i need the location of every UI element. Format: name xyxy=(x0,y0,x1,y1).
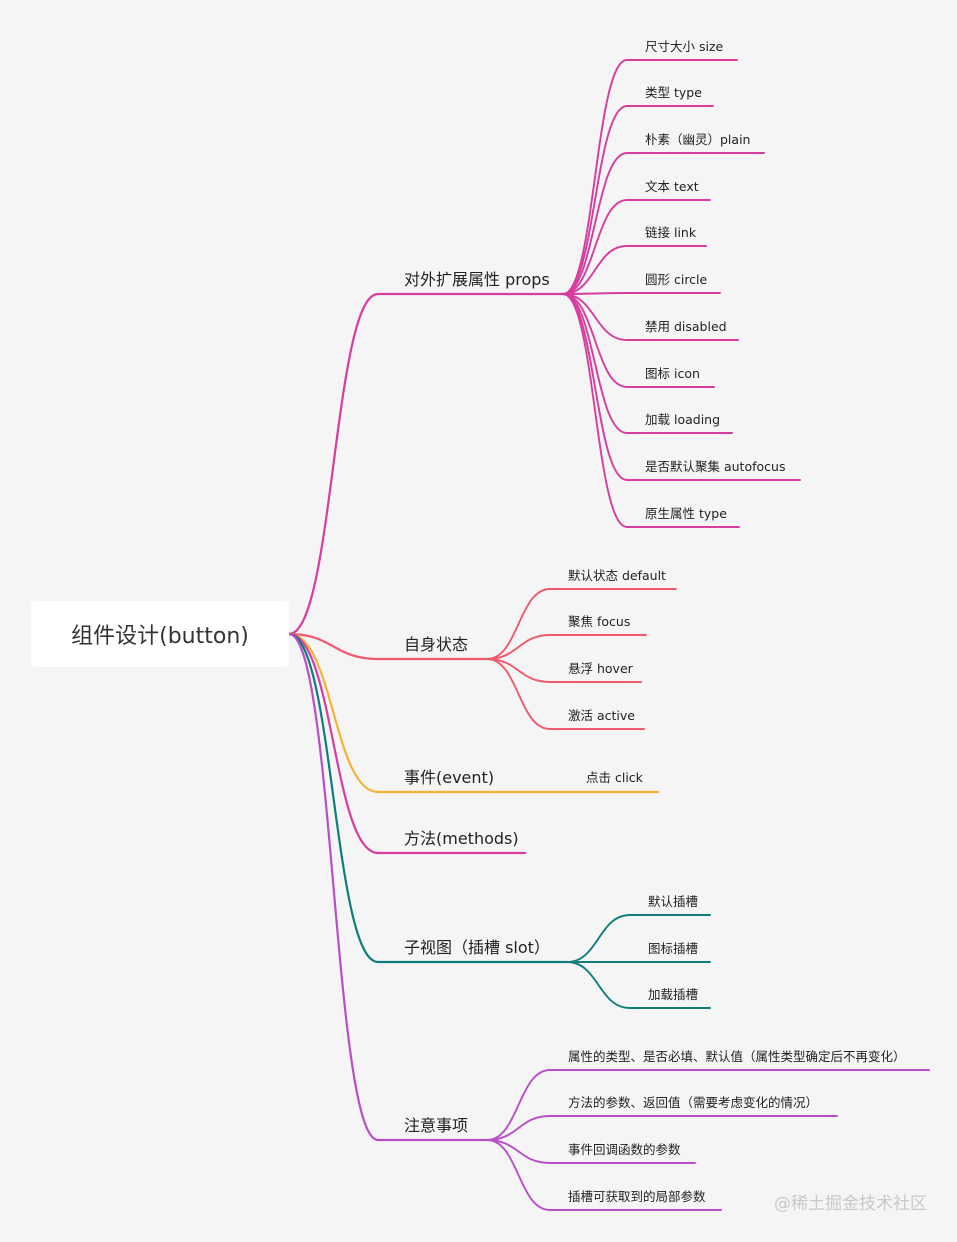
child-connector-state-0 xyxy=(486,588,677,660)
child-label-state-1[interactable]: 聚焦 focus xyxy=(568,614,631,629)
branch-label-props[interactable]: 对外扩展属性 props xyxy=(404,270,550,289)
child-label-slot-2[interactable]: 加载插槽 xyxy=(648,987,699,1002)
child-label-props-6[interactable]: 禁用 disabled xyxy=(645,319,727,334)
branch-label-state[interactable]: 自身状态 xyxy=(404,635,469,654)
branch-connector-event xyxy=(287,632,660,794)
branch-label-methods[interactable]: 方法(methods) xyxy=(404,829,519,848)
child-label-event-0[interactable]: 点击 click xyxy=(586,770,643,785)
child-connector-notes-0 xyxy=(486,1069,930,1141)
child-label-props-1[interactable]: 类型 type xyxy=(645,85,702,100)
child-label-props-0[interactable]: 尺寸大小 size xyxy=(645,39,724,54)
child-connector-props-2 xyxy=(562,152,765,295)
child-connector-state-2 xyxy=(486,658,642,683)
child-connector-state-1 xyxy=(486,634,647,660)
child-label-slot-1[interactable]: 图标插槽 xyxy=(648,941,699,956)
child-label-notes-0[interactable]: 属性的类型、是否必填、默认值（属性类型确定后不再变化） xyxy=(568,1049,906,1064)
branch-connector-notes xyxy=(287,632,489,1142)
child-label-state-3[interactable]: 激活 active xyxy=(568,708,635,723)
child-label-props-10[interactable]: 原生属性 type xyxy=(645,506,727,521)
child-label-state-0[interactable]: 默认状态 default xyxy=(568,568,666,583)
child-label-state-2[interactable]: 悬浮 hover xyxy=(568,661,633,676)
child-label-notes-1[interactable]: 方法的参数、返回值（需要考虑变化的情况） xyxy=(568,1095,819,1110)
child-label-props-9[interactable]: 是否默认聚集 autofocus xyxy=(645,459,786,474)
child-label-slot-0[interactable]: 默认插槽 xyxy=(648,894,699,909)
child-connector-slot-2 xyxy=(566,961,711,1009)
root-label: 组件设计(button) xyxy=(71,624,249,649)
child-connector-props-9 xyxy=(562,293,801,481)
child-connector-state-3 xyxy=(486,658,645,730)
child-label-notes-2[interactable]: 事件回调函数的参数 xyxy=(568,1142,681,1157)
child-connector-props-7 xyxy=(562,293,715,388)
child-connector-props-4 xyxy=(562,245,707,295)
child-connector-props-0 xyxy=(562,59,738,295)
branch-connector-state xyxy=(287,632,489,661)
branch-label-slot[interactable]: 子视图（插槽 slot） xyxy=(404,938,550,957)
child-connector-props-10 xyxy=(562,293,740,528)
child-label-props-5[interactable]: 圆形 circle xyxy=(645,272,708,287)
child-label-props-4[interactable]: 链接 link xyxy=(645,225,697,240)
branch-connector-props xyxy=(287,292,565,636)
child-connector-props-8 xyxy=(562,293,733,434)
child-connector-props-1 xyxy=(562,105,714,295)
child-connector-slot-0 xyxy=(566,914,711,963)
child-label-props-8[interactable]: 加载 loading xyxy=(645,412,721,427)
child-connector-props-6 xyxy=(562,293,739,341)
branch-connector-methods xyxy=(287,632,527,855)
child-connector-props-3 xyxy=(562,199,711,295)
child-label-props-2[interactable]: 朴素（幽灵）plain xyxy=(645,132,751,147)
child-connector-notes-3 xyxy=(486,1139,722,1211)
child-label-notes-3[interactable]: 插槽可获取到的局部参数 xyxy=(568,1189,706,1204)
root-node[interactable]: 组件设计(button) xyxy=(31,601,289,667)
child-label-props-3[interactable]: 文本 text xyxy=(645,179,699,194)
child-label-props-7[interactable]: 图标 icon xyxy=(645,366,700,381)
branch-connector-slot xyxy=(287,632,569,964)
watermark: @稀土掘金技术社区 xyxy=(774,1194,927,1214)
branch-label-notes[interactable]: 注意事项 xyxy=(404,1116,469,1135)
child-connector-notes-1 xyxy=(486,1115,838,1141)
child-connector-props-5 xyxy=(562,292,721,295)
branch-label-event[interactable]: 事件(event) xyxy=(404,768,495,787)
child-connector-notes-2 xyxy=(486,1139,696,1164)
